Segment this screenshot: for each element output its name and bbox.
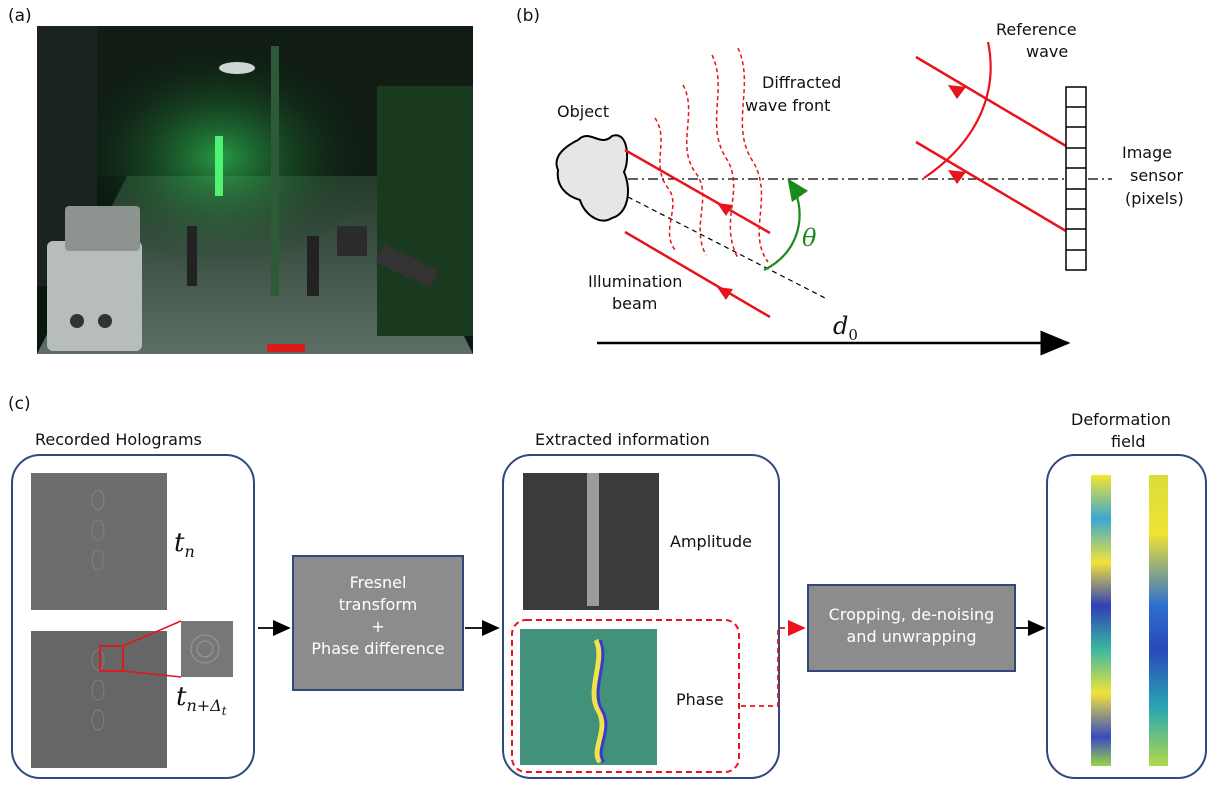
phase-highlight (511, 619, 740, 773)
illumination-beam-upper (624, 148, 771, 235)
sensor-label-1: Image (1122, 143, 1173, 162)
object-label: Object (557, 102, 610, 121)
diffracted-label-2: wave front (745, 96, 831, 115)
hologram-tn (31, 473, 167, 610)
reference-label-1: Reference (996, 20, 1077, 39)
sensor-label-3: (pixels) (1125, 189, 1184, 208)
distance-symbol: d (833, 312, 849, 340)
zoom-inset (181, 621, 233, 677)
amplitude-label: Amplitude (670, 532, 752, 551)
lab-setup-photo (37, 26, 473, 354)
illumination-beam-lower (624, 230, 771, 319)
panel-a-label: (a) (8, 6, 32, 26)
diffracted-label-1: Diffracted (762, 73, 842, 92)
fresnel-box (292, 555, 464, 691)
deformation-title-2: field (1111, 432, 1146, 451)
phase-image (520, 629, 657, 765)
object-shape (555, 134, 629, 222)
illumination-label-2: beam (612, 294, 658, 313)
distance-subscript: 0 (848, 325, 858, 344)
illumination-label-1: Illumination (588, 272, 683, 291)
phase-connector (741, 619, 806, 707)
distance-label: d0 (833, 312, 858, 344)
cropping-box (807, 584, 1016, 672)
fresnel-text: Fresnel transform + Phase difference (311, 573, 445, 658)
cropping-text: Cropping, de-noising and unwrapping (828, 605, 995, 646)
recorded-holograms-box (11, 454, 255, 779)
time-tn-label: tn (174, 528, 195, 562)
reference-beam-upper (915, 55, 1067, 148)
time-tn1-label: tn+Δt (176, 682, 227, 719)
extracted-info-box (502, 454, 780, 779)
deformation-title-1: Deformation (1071, 410, 1171, 429)
reference-wavefront (923, 41, 992, 179)
panel-b-label: (b) (516, 6, 541, 26)
panel-c-label: (c) (8, 394, 31, 414)
reference-beam-lower (915, 140, 1067, 233)
deformation-strip-left (1091, 475, 1111, 766)
theta-label: θ (802, 224, 817, 252)
phase-label: Phase (676, 690, 724, 709)
recorded-title: Recorded Holograms (35, 430, 202, 449)
illumination-axis (627, 196, 826, 299)
diffracted-wave-fronts (654, 47, 769, 263)
sensor-label-2: sensor (1130, 166, 1184, 185)
image-sensor (1065, 86, 1087, 271)
zoom-region (99, 645, 124, 672)
extracted-title: Extracted information (535, 430, 710, 449)
deformation-strip-right (1149, 475, 1168, 766)
deformation-field-box (1046, 454, 1207, 779)
reference-label-2: wave (1026, 42, 1069, 61)
theta-arc (763, 178, 809, 271)
